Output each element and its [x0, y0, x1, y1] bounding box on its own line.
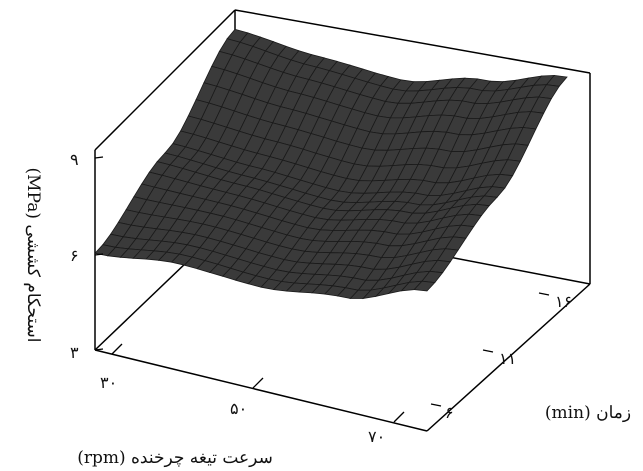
z-tick-label: ۹ [70, 150, 79, 169]
x-tick-label: ۳۰ [100, 373, 117, 392]
y-tick [482, 349, 494, 353]
box-edge [94, 9, 236, 151]
x-tick-label: ۷۰ [368, 427, 385, 446]
x-tick-label: ۵۰ [230, 399, 247, 418]
x-axis-line [94, 349, 428, 432]
x-axis-title: سرعت تیغه چرخنده (rpm) [77, 448, 273, 468]
y-tick-label: ۶ [445, 403, 454, 422]
x-tick [252, 377, 264, 389]
z-tick-label: ۶ [70, 246, 79, 265]
surface-cell [413, 280, 436, 292]
y-tick-label: ۱۶ [555, 292, 572, 311]
y-axis-title: زمان (min) [545, 403, 631, 423]
box-edge [234, 9, 591, 74]
y-tick [430, 403, 442, 407]
y-tick-label: ۱۱ [499, 349, 516, 368]
z-axis-title: استحکام کششی (MPa) [23, 167, 43, 342]
z-tick [94, 156, 104, 159]
y-tick [538, 292, 550, 296]
z-tick-label: ۳ [70, 343, 79, 362]
x-tick [111, 343, 123, 355]
surface-mesh [94, 28, 568, 300]
y-axis-line [426, 283, 591, 432]
z-tick [94, 253, 104, 256]
z-tick [94, 348, 104, 351]
x-tick [393, 411, 405, 423]
